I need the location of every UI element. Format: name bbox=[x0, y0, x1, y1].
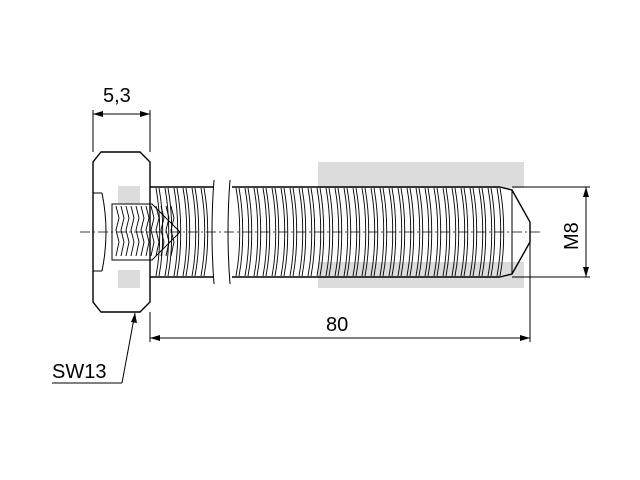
wrench-size-label: SW13 bbox=[52, 361, 106, 383]
bolt-head bbox=[92, 151, 181, 313]
bolt-shank bbox=[150, 179, 531, 285]
socket-hatching bbox=[115, 205, 175, 257]
length-label: 80 bbox=[326, 314, 348, 336]
dimension-length: 80 bbox=[149, 242, 531, 342]
dimension-thread: M8 bbox=[512, 186, 590, 278]
dimension-head-height: 5,3 bbox=[92, 85, 151, 152]
head-height-label: 5,3 bbox=[103, 85, 131, 107]
leader-wrench-size: SW13 bbox=[52, 312, 137, 384]
thread-label: M8 bbox=[561, 222, 583, 250]
thread-lines bbox=[155, 187, 505, 277]
